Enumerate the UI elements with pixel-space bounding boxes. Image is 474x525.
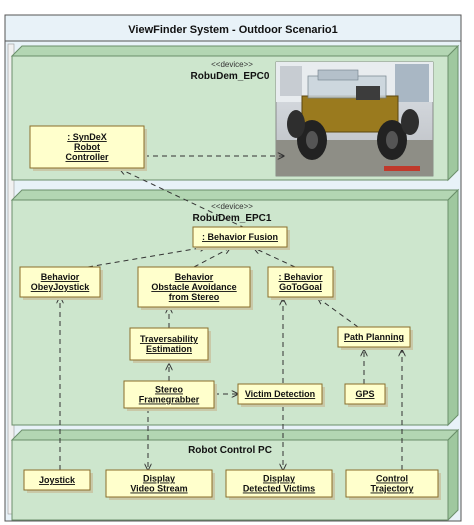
syndex-label-line: : SynDeX <box>67 132 107 142</box>
joystick-box <box>23 469 91 491</box>
obstacle-label-line: Behavior <box>175 272 214 282</box>
trav-box <box>129 327 209 361</box>
goto-box <box>267 266 334 298</box>
node-epc1-stereotype: <<device>> <box>211 202 253 211</box>
system-title: ViewFinder System - Outdoor Scenario1 <box>128 24 337 36</box>
component-behavior-fusion[interactable]: : Behavior Fusion <box>192 226 290 250</box>
control_traj-label-line: Control <box>376 474 408 484</box>
gps-box <box>344 383 386 405</box>
component-victim-detection[interactable]: Victim Detection <box>237 383 325 407</box>
path-label-line: Path Planning <box>344 332 404 342</box>
dependency-lines <box>60 156 402 470</box>
obstacle-label-line: from Stereo <box>169 292 220 302</box>
syndex-label-line: Robot <box>74 142 100 152</box>
component-path-planning[interactable]: Path Planning <box>337 326 413 350</box>
stereo-label-line: Framegrabber <box>139 395 200 405</box>
syndex-label-line: Controller <box>65 152 108 162</box>
obey-label-line: Behavior <box>41 272 80 282</box>
control_traj-box <box>345 469 439 498</box>
syndex-box <box>29 125 145 169</box>
component-gps[interactable]: GPS <box>344 383 388 407</box>
path-box <box>337 326 411 348</box>
display_victims-box <box>225 469 333 498</box>
goto-label-line: GoToGoal <box>279 282 322 292</box>
victim-label-line: Victim Detection <box>245 389 315 399</box>
trav-label-line: Estimation <box>146 344 192 354</box>
control_traj-label-line: Trajectory <box>370 484 413 494</box>
victim-box <box>237 383 323 405</box>
node-epc0-stereotype: <<device>> <box>211 60 253 69</box>
stereo-box <box>123 380 215 409</box>
display_victims-label-line: Display <box>263 474 295 484</box>
display_video-label-line: Display <box>143 474 175 484</box>
fusion-box <box>192 226 288 248</box>
robot-photo <box>275 61 434 177</box>
obey-box <box>19 266 101 298</box>
node-epc0-name: RobuDem_EPC0 <box>191 71 270 82</box>
gps-label-line: GPS <box>355 389 374 399</box>
trav-label-line: Traversability <box>140 334 198 344</box>
joystick-label-line: Joystick <box>39 475 76 485</box>
fusion-label-line: : Behavior Fusion <box>202 232 278 242</box>
obstacle-label-line: Obstacle Avoidance <box>151 282 236 292</box>
obey-label-line: ObeyJoystick <box>31 282 91 292</box>
node-pc-name: Robot Control PC <box>188 445 272 456</box>
obstacle-box <box>137 266 251 308</box>
display_victims-label-line: Detected Victims <box>243 484 315 494</box>
goto-label-line: : Behavior <box>278 272 323 282</box>
stereo-label-line: Stereo <box>155 385 184 395</box>
node-epc1-name: RobuDem_EPC1 <box>193 213 272 224</box>
display_video-label-line: Video Stream <box>130 484 187 494</box>
display_video-box <box>105 469 213 498</box>
component-joystick[interactable]: Joystick <box>23 469 93 493</box>
